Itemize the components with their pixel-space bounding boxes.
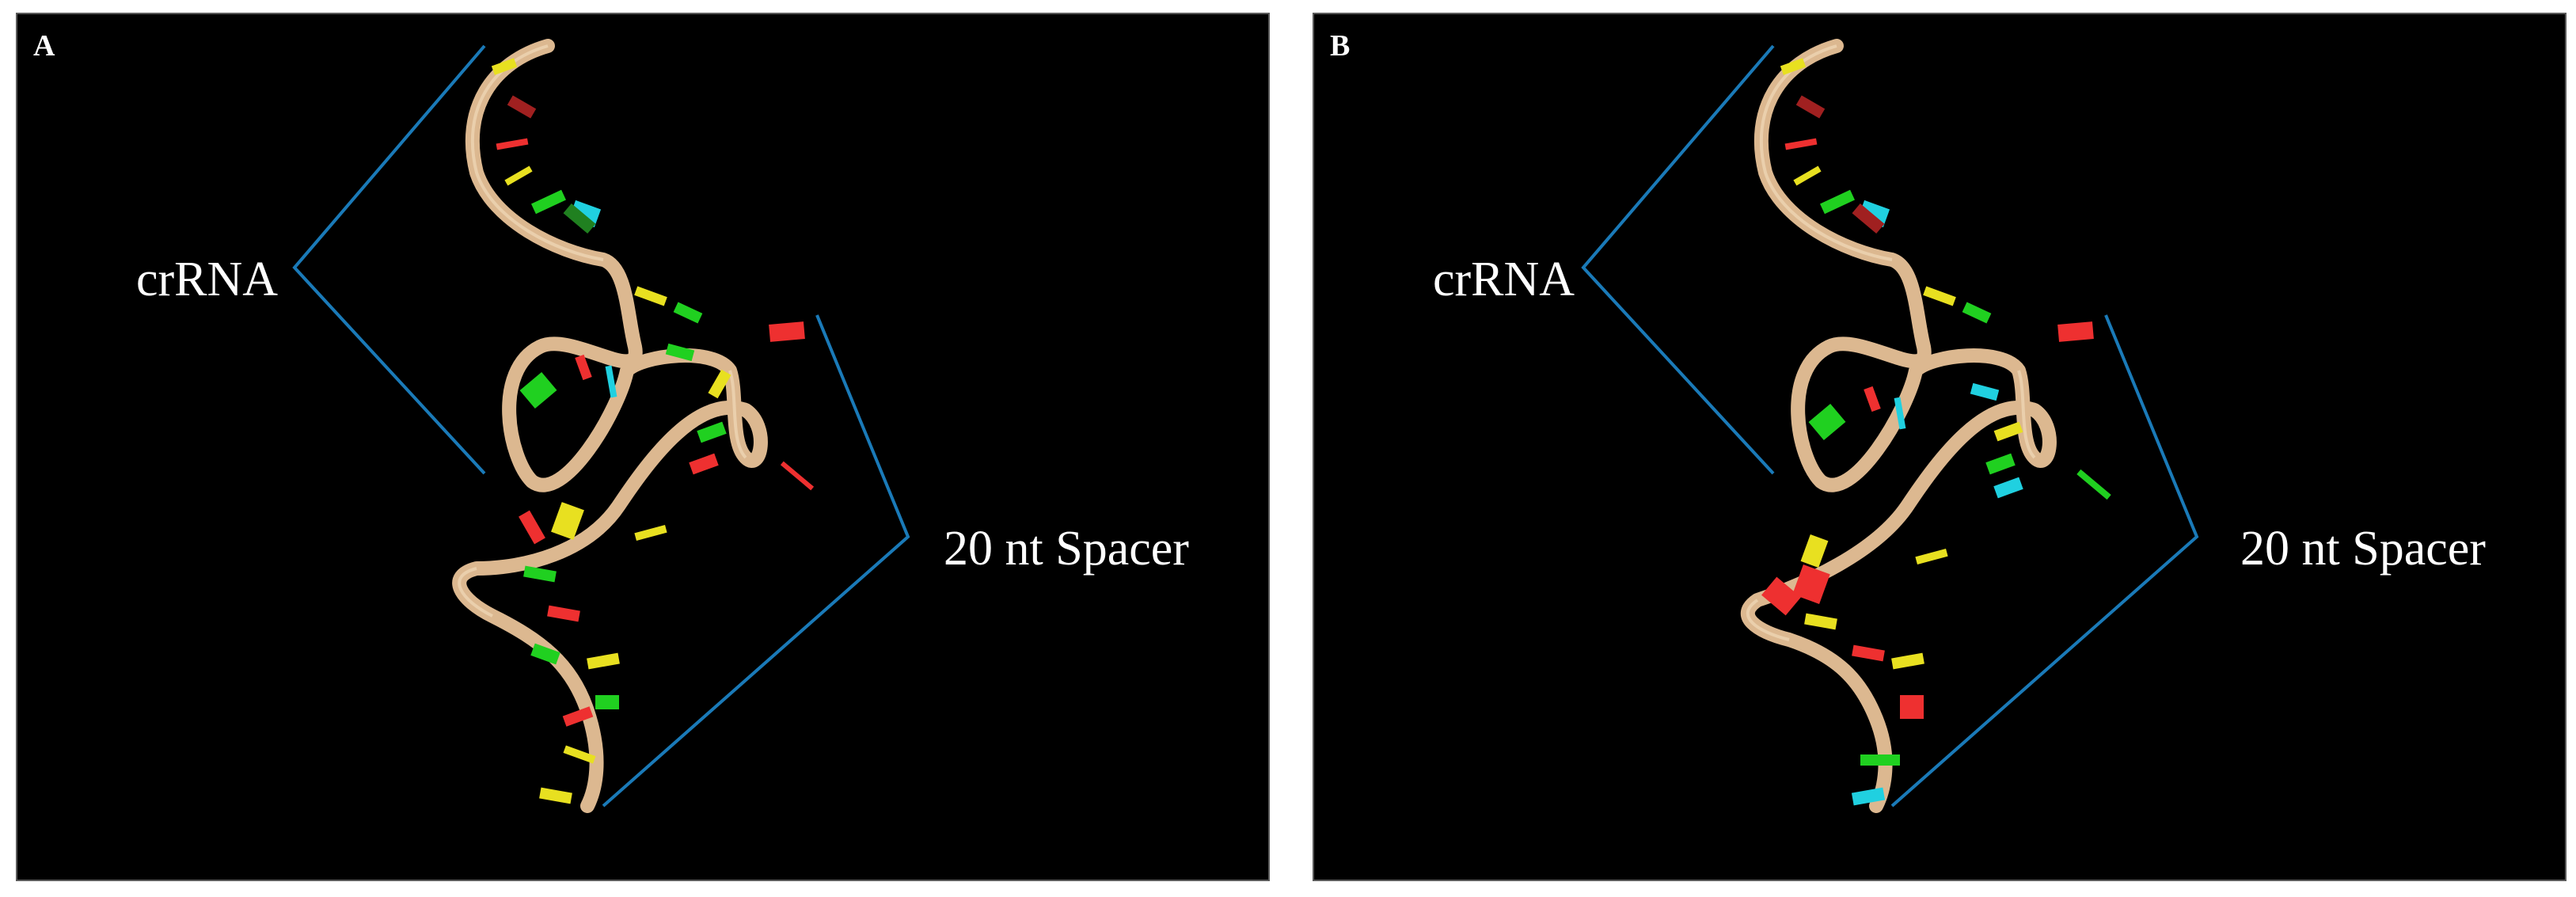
crrna-bracket xyxy=(1581,44,1775,475)
panel-label: A xyxy=(33,29,55,63)
spacer-bracket xyxy=(602,314,910,808)
spacer-bracket xyxy=(1890,314,2199,808)
figure-panel-b: B xyxy=(1313,13,2567,881)
rna-structure-render xyxy=(1581,39,2199,813)
nucleotide-bases xyxy=(491,58,815,804)
spacer-label: 20 nt Spacer xyxy=(2240,522,2486,576)
backbone-ribbon xyxy=(1740,39,2057,813)
spacer-label: 20 nt Spacer xyxy=(944,522,1189,576)
figure-panel-a: A xyxy=(16,13,1270,881)
crrna-label: crRNA xyxy=(1433,253,1575,306)
panel-label: B xyxy=(1330,29,1351,63)
backbone-highlight xyxy=(1746,44,2036,641)
crrna-bracket xyxy=(292,44,486,475)
nucleotide-bases xyxy=(1761,58,2111,806)
rna-structure-render xyxy=(292,39,910,813)
crrna-label: crRNA xyxy=(136,253,279,306)
